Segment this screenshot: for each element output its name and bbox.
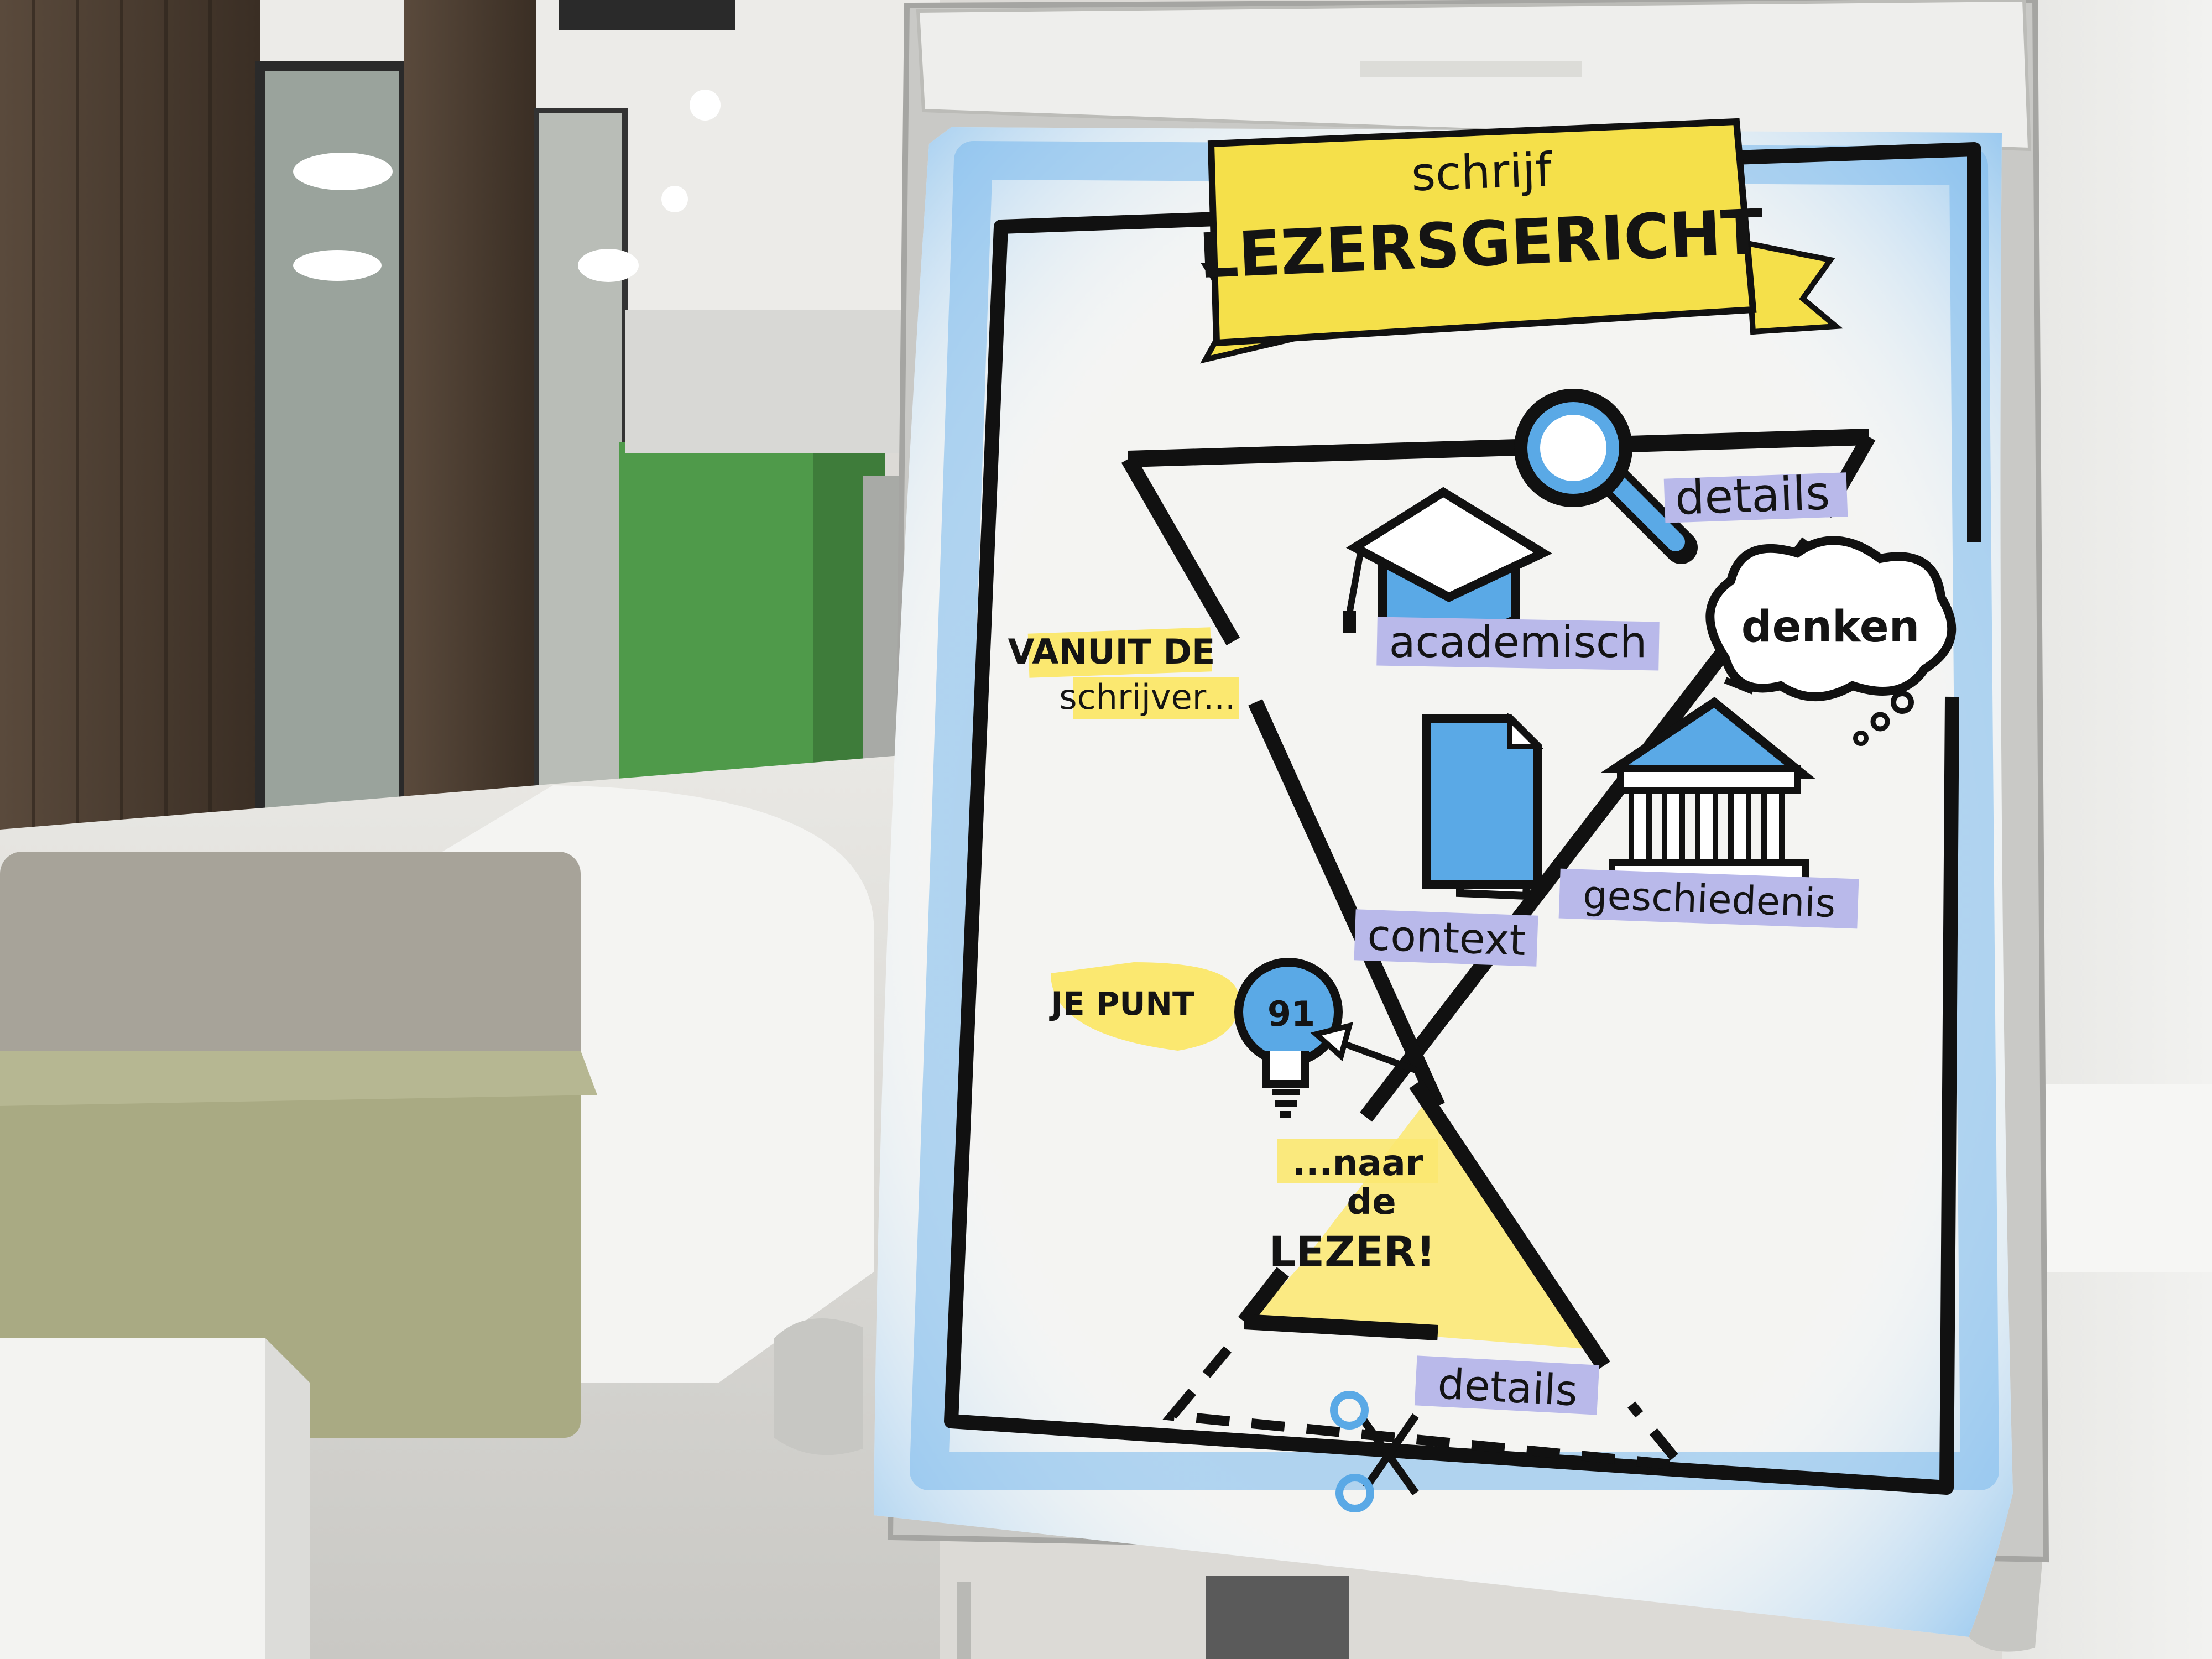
wood-wall — [0, 0, 260, 857]
label-details-top: details — [1674, 466, 1830, 525]
lezer-triangle-fill — [1250, 1100, 1593, 1349]
label-naar-line2: de — [1347, 1182, 1396, 1223]
label-vanuit-line2: schrijver... — [1059, 677, 1235, 717]
je-punt-highlight — [1051, 962, 1239, 1051]
label-context: context — [1366, 910, 1526, 965]
easel-stand — [774, 1318, 2046, 1659]
label-lezer: LEZER! — [1269, 1227, 1436, 1276]
dashed-details-area — [1162, 1346, 1693, 1472]
funnel-diagram — [1121, 429, 1876, 1472]
magnifier-icon — [1514, 389, 1698, 564]
label-je-punt: JE PUNT — [1048, 985, 1194, 1022]
ceiling-light — [293, 153, 393, 190]
label-naar-line1: ...naar — [1292, 1143, 1423, 1184]
arrow-to-bulb — [1310, 1022, 1417, 1073]
label-academisch: academisch — [1389, 618, 1647, 667]
label-denken: denken — [1741, 602, 1919, 652]
document-stack-icon — [1422, 712, 1545, 900]
title-banner: schrijf LEZERSGERICHT — [1197, 118, 1843, 364]
label-vanuit-line1: VANUIT DE — [1008, 632, 1215, 672]
flipchart: schrijf LEZERSGERICHT details — [874, 0, 2049, 1637]
thought-cloud-icon — [1705, 536, 1957, 746]
black-frame — [944, 211, 1959, 1495]
label-details-bottom: details — [1437, 1359, 1579, 1415]
museum-building-icon — [1593, 677, 1816, 895]
lightbulb-icon: 91 — [1234, 958, 1343, 1118]
label-geschiedenis: geschiedenis — [1582, 872, 1837, 926]
graduation-cap-icon — [1343, 487, 1552, 640]
scissors-icon — [1330, 1391, 1419, 1512]
banner-line1: schrijf — [1410, 143, 1554, 202]
white-block — [0, 1338, 265, 1659]
bulb-text: 91 — [1267, 994, 1315, 1034]
banner-ribbon-right — [1744, 239, 1843, 335]
